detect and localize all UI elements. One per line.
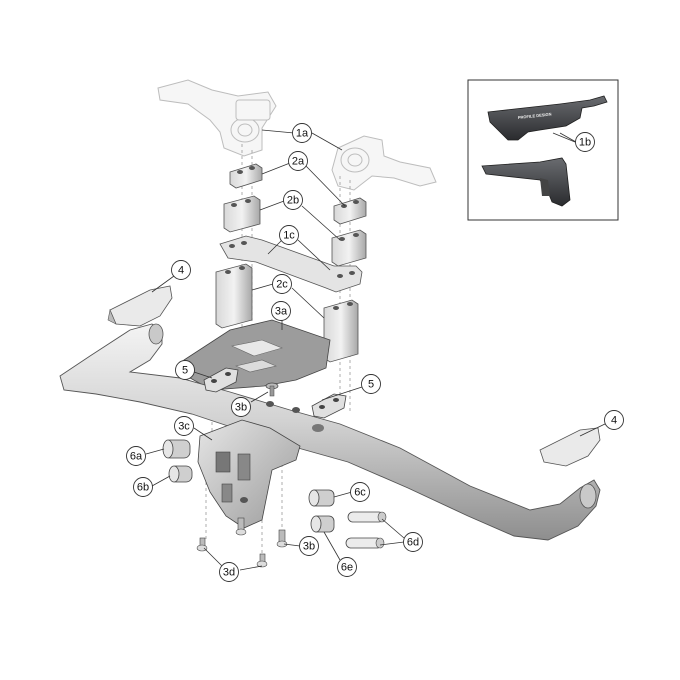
callout-label: 6b <box>137 482 149 494</box>
callout-2a: 2a <box>288 151 308 171</box>
callout-circle <box>271 301 291 321</box>
callout-circle <box>575 132 595 152</box>
bushing-6e <box>310 515 335 533</box>
callout-4-right: 4 <box>604 410 624 430</box>
callout-label: 2a <box>292 156 305 168</box>
callout-label: 6d <box>407 537 419 549</box>
callout-label: 6a <box>130 451 143 463</box>
callout-circle <box>283 190 303 210</box>
callout-circle <box>231 397 251 417</box>
callout-circle <box>175 360 195 380</box>
callout-4-left: 4 <box>171 260 191 280</box>
bushing-6c <box>308 489 335 507</box>
inset-box-1b: PROFILE DESIGN <box>467 79 619 221</box>
leader-lines <box>145 129 608 571</box>
callout-circle <box>219 562 239 582</box>
callout-6c: 6c <box>350 482 370 502</box>
callout-label: 3d <box>223 567 235 579</box>
callout-circle <box>279 225 299 245</box>
callout-circle <box>299 536 319 556</box>
spacer-2a-right <box>333 197 367 225</box>
bridge-plate-1c <box>219 235 363 293</box>
callout-label: 3b <box>235 402 247 414</box>
callout-circle <box>403 532 423 552</box>
callout-circle <box>133 477 153 497</box>
bolt-3d-left <box>196 537 208 552</box>
arm-pad-4-left <box>107 285 173 327</box>
callout-2b: 2b <box>283 190 303 210</box>
callout-label: 2b <box>287 195 299 207</box>
bolt-3b-top <box>265 382 279 397</box>
callout-circle <box>292 123 312 143</box>
callout-label: 5 <box>368 379 374 391</box>
spacer-2b-right <box>331 229 367 267</box>
base-bar <box>59 323 601 541</box>
callout-circle <box>126 446 146 466</box>
callout-circle <box>288 151 308 171</box>
callout-6b: 6b <box>133 477 153 497</box>
bushing-6b <box>168 465 193 483</box>
callout-label: 1a <box>296 128 309 140</box>
spacer-2c-right <box>323 299 359 363</box>
callout-label: 3a <box>275 306 288 318</box>
callout-1b: 1b <box>575 132 595 152</box>
callout-3a: 3a <box>271 301 291 321</box>
bolt-3d-right <box>256 553 268 568</box>
callout-label: 5 <box>182 365 188 377</box>
spacer-2a-left <box>229 163 263 189</box>
clamp-5-right <box>311 393 347 419</box>
callout-label: 4 <box>178 265 184 277</box>
callout-circle <box>604 410 624 430</box>
spacer-2c-left <box>215 263 253 329</box>
callout-6e: 6e <box>337 557 357 577</box>
callout-1c: 1c <box>279 225 299 245</box>
armrest-bracket-left <box>157 79 277 157</box>
callout-label: 4 <box>611 415 617 427</box>
callout-label: 6c <box>354 487 366 499</box>
arm-pad-4-right <box>539 427 601 467</box>
callout-circle <box>350 482 370 502</box>
callout-label: 6e <box>341 562 353 574</box>
callout-5-right: 5 <box>361 374 381 394</box>
callout-label: 3b <box>303 541 315 553</box>
callout-circle <box>174 416 194 436</box>
callout-5-left: 5 <box>175 360 195 380</box>
callout-6d: 6d <box>403 532 423 552</box>
callout-circle <box>171 260 191 280</box>
callout-circle <box>272 274 292 294</box>
bolt-3b-bottom-left <box>235 517 247 536</box>
callout-6a: 6a <box>126 446 146 466</box>
armrest-bracket-right <box>331 135 437 191</box>
callout-circle <box>361 374 381 394</box>
inset-logo-text: PROFILE DESIGN <box>518 111 552 120</box>
spacer-2b-left <box>223 195 261 233</box>
callout-label: 1c <box>283 230 295 242</box>
callout-label: 1b <box>579 137 591 149</box>
pin-6d-upper <box>347 511 387 523</box>
callout-3d: 3d <box>219 562 239 582</box>
callout-label: 3c <box>178 421 190 433</box>
callout-3c: 3c <box>174 416 194 436</box>
callout-2c: 2c <box>272 274 292 294</box>
clamp-5-left <box>203 367 239 393</box>
callout-3b-top: 3b <box>231 397 251 417</box>
stem-bracket-3c <box>197 419 301 529</box>
extension-arm-upper-part: PROFILE DESIGN <box>487 95 608 141</box>
bushing-6a <box>162 439 191 459</box>
extension-arm-lower-part <box>481 157 571 207</box>
callout-circle <box>337 557 357 577</box>
callout-3b-bottom: 3b <box>299 536 319 556</box>
callout-label: 2c <box>276 279 288 291</box>
pin-6d-lower <box>345 537 385 549</box>
callout-1a: 1a <box>292 123 312 143</box>
callouts: 1a 1b 1c 2a 2b 2c 3a 3b 3b 3c 3d 4 4 5 5 6a 6b 6c 6d 6e <box>126 123 624 582</box>
